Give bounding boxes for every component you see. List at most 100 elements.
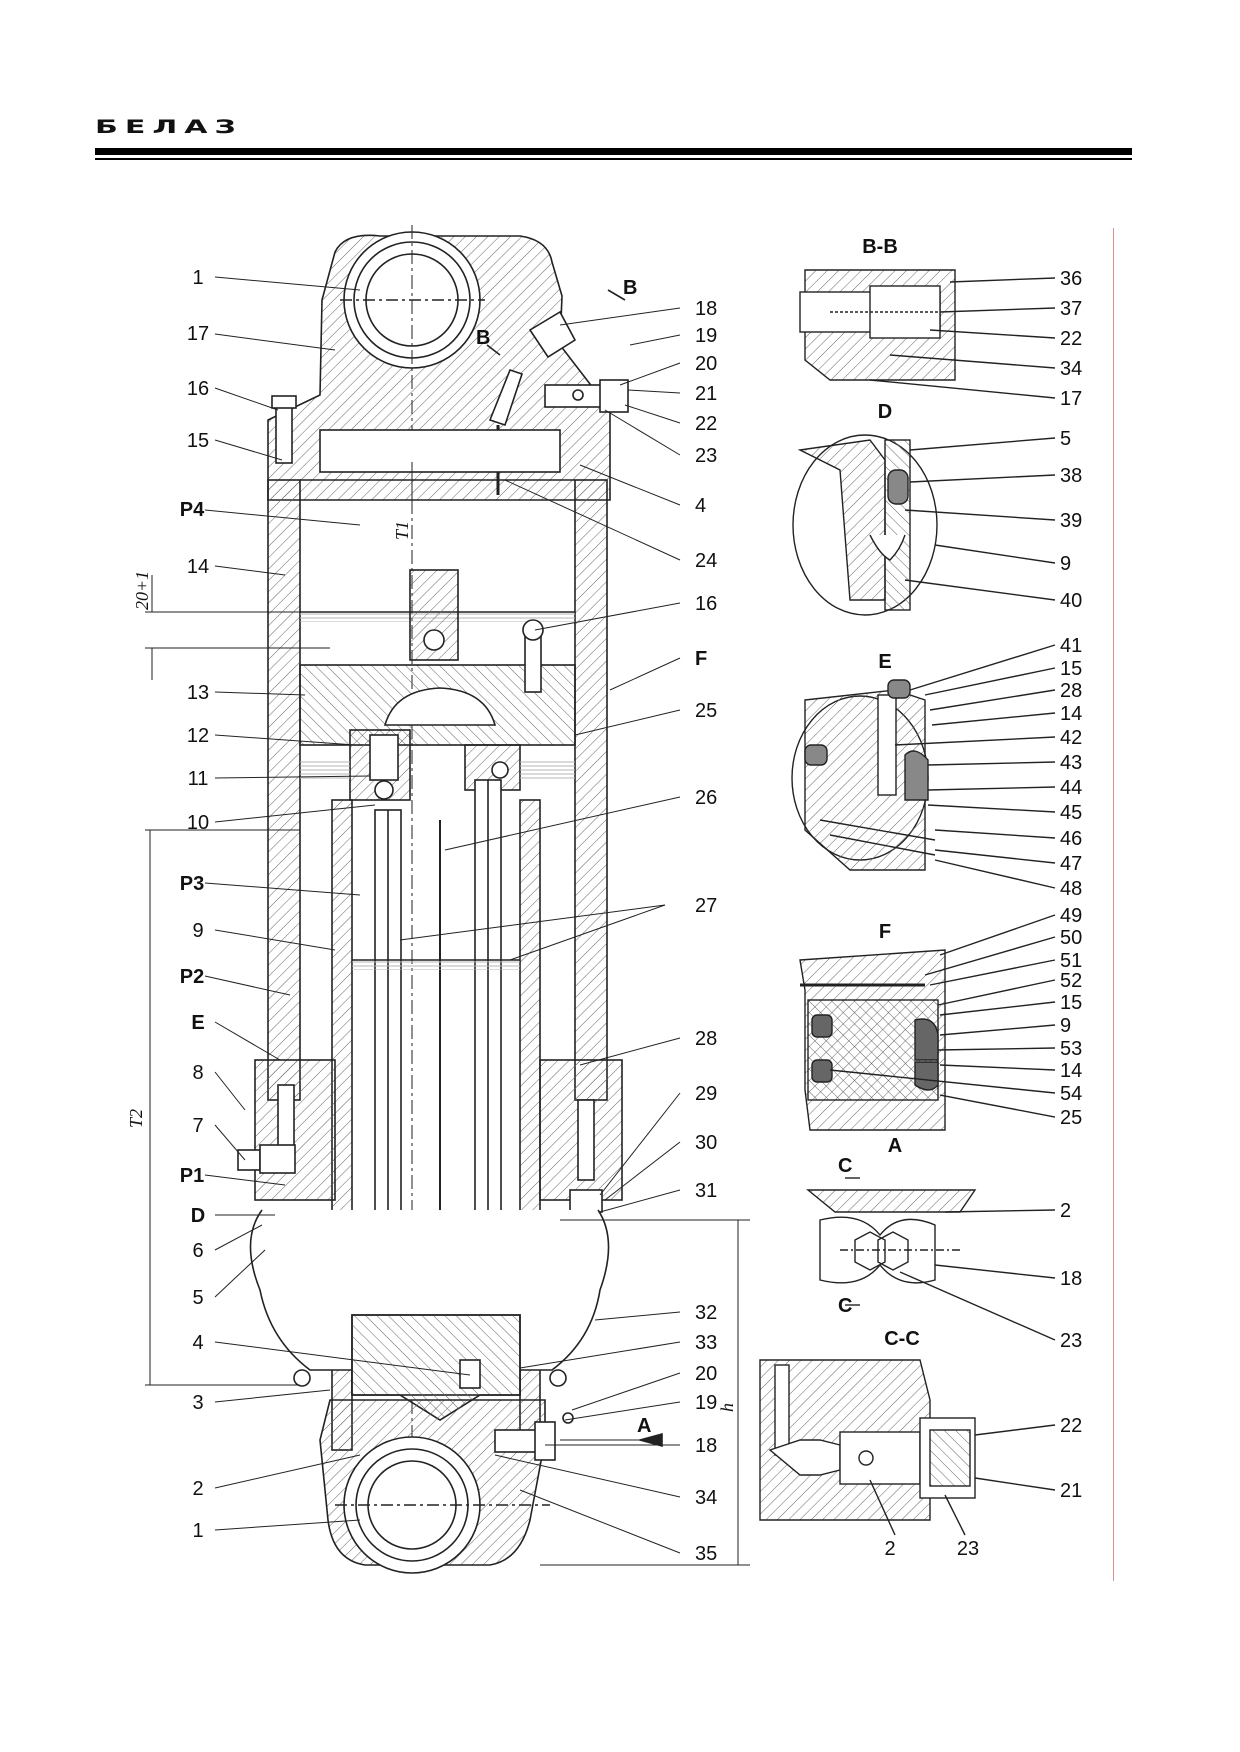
leader-lines-left bbox=[204, 276, 471, 1531]
e-label-45: 45 bbox=[1060, 802, 1082, 824]
detail-view-bb bbox=[799, 269, 1056, 399]
f-label-25: 25 bbox=[1060, 1107, 1082, 1129]
f-label-51: 51 bbox=[1060, 950, 1082, 972]
label-28: 28 bbox=[695, 1028, 717, 1050]
cc-label-2: 2 bbox=[884, 1538, 895, 1560]
label-31: 31 bbox=[695, 1180, 717, 1202]
f-label-15: 15 bbox=[1060, 992, 1082, 1014]
label-11: 11 bbox=[188, 768, 209, 790]
label-20-bottom: 20 bbox=[695, 1363, 717, 1385]
label-e-ref: E bbox=[191, 1012, 204, 1034]
label-p3: P3 bbox=[180, 873, 204, 895]
label-23-top: 23 bbox=[695, 445, 717, 467]
d-label-39: 39 bbox=[1060, 510, 1082, 532]
e-label-28: 28 bbox=[1060, 680, 1082, 702]
f-label-53: 53 bbox=[1060, 1038, 1082, 1060]
main-section-view bbox=[237, 225, 629, 1574]
dim-t2: T2 bbox=[126, 1109, 146, 1128]
d-label-38: 38 bbox=[1060, 465, 1082, 487]
a-section-c-bottom: C bbox=[838, 1295, 852, 1317]
e-label-46: 46 bbox=[1060, 828, 1082, 850]
header-rule-thin bbox=[95, 158, 1132, 160]
label-12: 12 bbox=[187, 725, 209, 747]
dim-h: h bbox=[717, 1403, 737, 1412]
label-p4: P4 bbox=[180, 499, 205, 521]
label-18-top: 18 bbox=[695, 298, 717, 320]
d-label-9: 9 bbox=[1060, 553, 1071, 575]
label-9: 9 bbox=[192, 920, 203, 942]
e-label-48: 48 bbox=[1060, 878, 1082, 900]
view-title-f: F bbox=[879, 921, 891, 943]
f-label-54: 54 bbox=[1060, 1083, 1082, 1105]
label-34: 34 bbox=[695, 1487, 717, 1509]
bb-label-36: 36 bbox=[1060, 268, 1082, 290]
view-title-cc: C-C bbox=[884, 1328, 920, 1350]
detail-view-e bbox=[791, 644, 1056, 889]
e-label-41: 41 bbox=[1060, 635, 1082, 657]
cc-label-21: 21 bbox=[1060, 1480, 1082, 1502]
view-title-d: D bbox=[878, 401, 892, 423]
label-16-left: 16 bbox=[187, 378, 209, 400]
bb-label-37: 37 bbox=[1060, 298, 1082, 320]
detail-view-d bbox=[792, 434, 1056, 616]
a-label-18: 18 bbox=[1060, 1268, 1082, 1290]
cc-label-23: 23 bbox=[957, 1538, 979, 1560]
label-20-top: 20 bbox=[695, 353, 717, 375]
detail-view-cc bbox=[759, 1359, 1056, 1536]
f-label-9: 9 bbox=[1060, 1015, 1071, 1037]
label-27: 27 bbox=[695, 895, 717, 917]
label-1-bottom: 1 bbox=[192, 1520, 203, 1542]
view-title-a: A bbox=[888, 1135, 902, 1157]
e-label-42: 42 bbox=[1060, 727, 1082, 749]
f-label-52: 52 bbox=[1060, 970, 1082, 992]
view-title-bb: B-B bbox=[862, 236, 898, 258]
label-6: 6 bbox=[192, 1240, 203, 1262]
label-26: 26 bbox=[695, 787, 717, 809]
f-label-49: 49 bbox=[1060, 905, 1082, 927]
a-section-c-top: C bbox=[838, 1155, 852, 1177]
label-p2: P2 bbox=[180, 966, 204, 988]
section-mark-b-top: B bbox=[623, 277, 637, 299]
f-label-14: 14 bbox=[1060, 1060, 1082, 1082]
section-mark-b-left: B bbox=[476, 327, 490, 349]
detail-view-f bbox=[799, 914, 1056, 1131]
label-30: 30 bbox=[695, 1132, 717, 1154]
label-2-left: 2 bbox=[192, 1478, 203, 1500]
label-16-right: 16 bbox=[695, 593, 717, 615]
label-24: 24 bbox=[695, 550, 717, 572]
label-8: 8 bbox=[192, 1062, 203, 1084]
dimension-lines bbox=[145, 462, 750, 1566]
e-label-14: 14 bbox=[1060, 703, 1082, 725]
label-14: 14 bbox=[187, 556, 209, 578]
section-markers bbox=[486, 289, 663, 1448]
f-label-50: 50 bbox=[1060, 927, 1082, 949]
label-4-left: 4 bbox=[192, 1332, 203, 1354]
label-19-top: 19 bbox=[695, 325, 717, 347]
e-label-15: 15 bbox=[1060, 658, 1082, 680]
bb-label-17: 17 bbox=[1060, 388, 1082, 410]
label-19-bottom: 19 bbox=[695, 1392, 717, 1414]
label-15: 15 bbox=[187, 430, 209, 452]
label-p1: P1 bbox=[180, 1165, 204, 1187]
cc-label-22: 22 bbox=[1060, 1415, 1082, 1437]
label-3: 3 bbox=[192, 1392, 203, 1414]
label-29: 29 bbox=[695, 1083, 717, 1105]
detail-view-a bbox=[806, 1177, 1056, 1341]
label-7: 7 bbox=[192, 1115, 203, 1137]
section-mark-a: A bbox=[637, 1415, 651, 1437]
belaz-logo: БЕЛАЗ bbox=[95, 116, 243, 138]
view-title-e: E bbox=[878, 651, 891, 673]
d-label-5: 5 bbox=[1060, 428, 1071, 450]
dim-gap: 20+1 bbox=[132, 571, 152, 610]
label-33: 33 bbox=[695, 1332, 717, 1354]
label-17: 17 bbox=[187, 323, 209, 345]
label-35: 35 bbox=[695, 1543, 717, 1565]
label-5: 5 bbox=[192, 1287, 203, 1309]
bb-label-34: 34 bbox=[1060, 358, 1082, 380]
label-21-top: 21 bbox=[695, 383, 717, 405]
label-4-right: 4 bbox=[695, 495, 706, 517]
e-label-44: 44 bbox=[1060, 777, 1082, 799]
label-18-bottom: 18 bbox=[695, 1435, 717, 1457]
a-label-23: 23 bbox=[1060, 1330, 1082, 1352]
